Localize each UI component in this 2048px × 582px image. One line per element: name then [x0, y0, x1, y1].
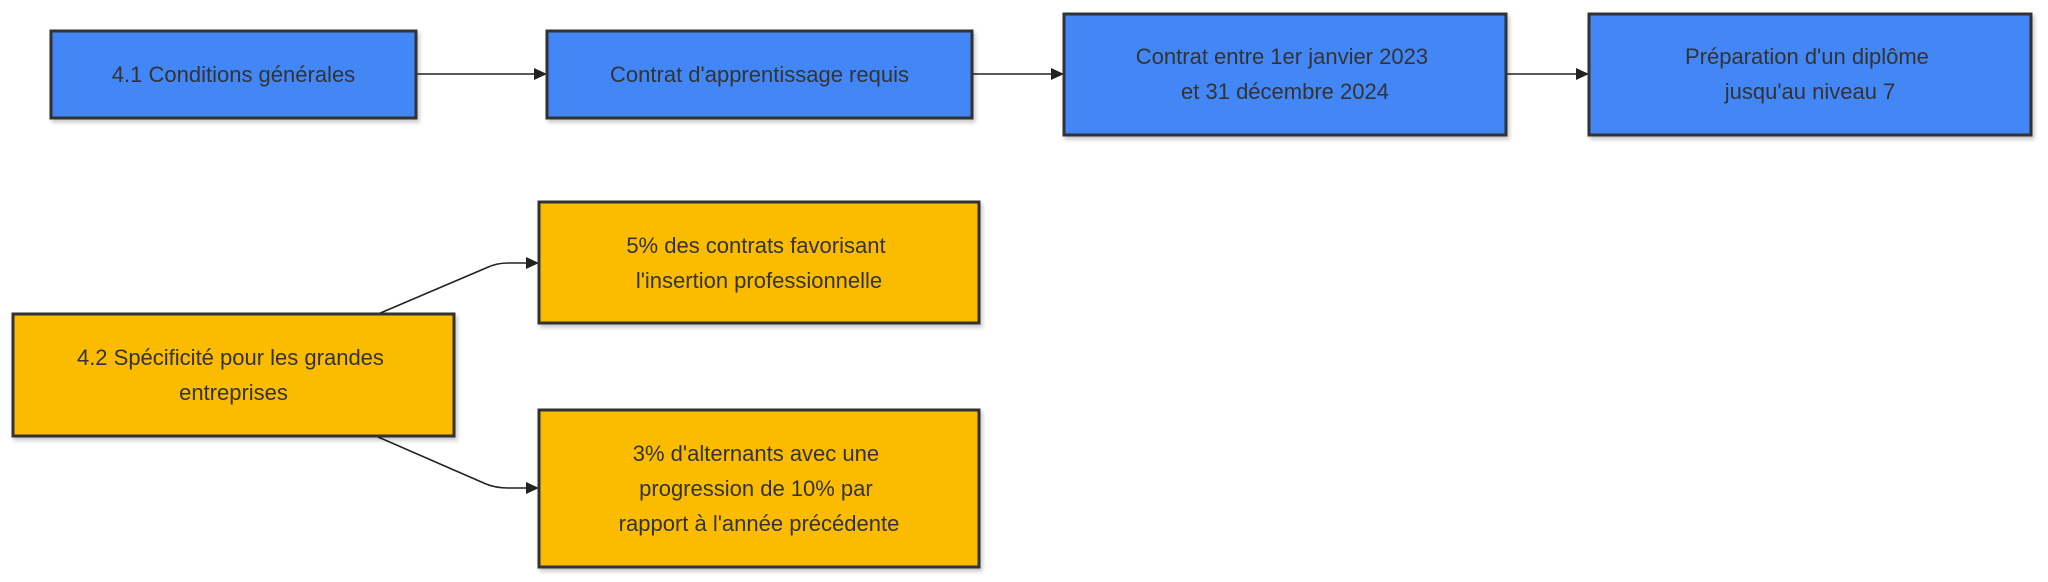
svg-text:3% d'alternants avec une: 3% d'alternants avec une progression de …: [619, 441, 900, 536]
node-label-line: 3% d'alternants avec une: [633, 441, 879, 466]
node-label-line: rapport à l'année précédente: [619, 511, 900, 536]
svg-text:Contrat d'apprentissage requis: Contrat d'apprentissage requis: [610, 62, 909, 87]
node-label-line: progression de 10% par: [639, 476, 873, 501]
node-label-line: 4.2 Spécificité pour les grandes: [77, 345, 384, 370]
arrowhead-icon: [526, 257, 539, 269]
node-box: [1587, 12, 2033, 137]
svg-text:4.1 Conditions générales: 4.1 Conditions générales: [112, 62, 355, 87]
node-box: [537, 408, 981, 569]
node-label-line: Préparation d'un diplôme: [1685, 44, 1929, 69]
node-label-line: et 31 décembre 2024: [1181, 79, 1389, 104]
svg-text:4.2 Spécificité pour les grand: 4.2 Spécificité pour les grandes entrepr…: [77, 345, 390, 405]
node-label-line: Contrat entre 1er janvier 2023: [1136, 44, 1428, 69]
node-contrat-apprentissage: Contrat d'apprentissage requis: [545, 29, 974, 120]
node-conditions-generales: 4.1 Conditions générales: [49, 29, 418, 120]
node-box: [11, 312, 456, 438]
node-preparation-diplome: Préparation d'un diplôme jusqu'au niveau…: [1587, 12, 2033, 137]
svg-text:5% des contrats favorisant: 5% des contrats favorisant l'insertion p…: [626, 233, 891, 293]
node-label-line: 4.1 Conditions générales: [112, 62, 355, 87]
node-label-line: Contrat d'apprentissage requis: [610, 62, 909, 87]
svg-text:Contrat entre 1er janvier 2023: Contrat entre 1er janvier 2023 et 31 déc…: [1136, 44, 1434, 104]
nodes-layer: 4.1 Conditions générales Contrat d'appre…: [11, 12, 2033, 569]
node-label-line: 5% des contrats favorisant: [626, 233, 885, 258]
node-box: [537, 200, 981, 325]
arrowhead-icon: [534, 68, 547, 80]
node-box: [545, 29, 974, 120]
arrowhead-icon: [526, 482, 539, 494]
node-progression-alternants: 3% d'alternants avec une progression de …: [537, 408, 981, 569]
edges-layer: [377, 68, 1589, 494]
node-insertion-professionnelle: 5% des contrats favorisant l'insertion p…: [537, 200, 981, 325]
arrowhead-icon: [1576, 68, 1589, 80]
arrowhead-icon: [1051, 68, 1064, 80]
edge-n5-n7: [377, 436, 526, 489]
node-box: [49, 29, 418, 120]
node-contrat-dates: Contrat entre 1er janvier 2023 et 31 déc…: [1062, 12, 1508, 137]
node-box: [1062, 12, 1508, 137]
edge-n5-n6: [377, 262, 526, 315]
node-specificite-grandes-entreprises: 4.2 Spécificité pour les grandes entrepr…: [11, 312, 456, 438]
svg-text:Préparation d'un diplôme: Préparation d'un diplôme jusqu'au niveau…: [1685, 44, 1935, 104]
node-label-line: entreprises: [179, 380, 288, 405]
node-label-line: l'insertion professionnelle: [636, 268, 882, 293]
node-label-line: jusqu'au niveau 7: [1724, 79, 1896, 104]
